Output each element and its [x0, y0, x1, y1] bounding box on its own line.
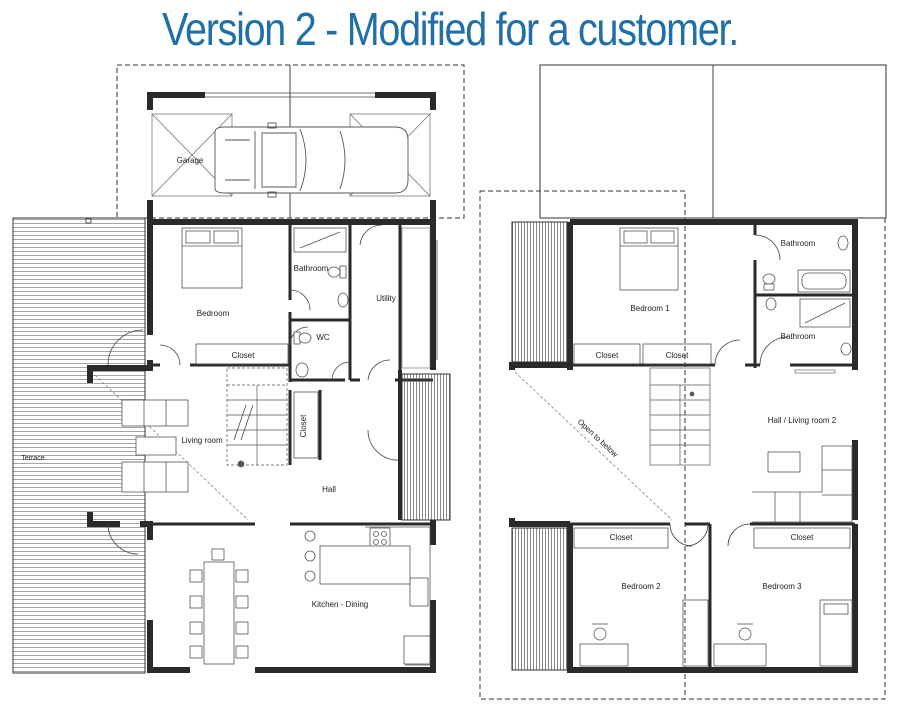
toilet-icon [327, 265, 347, 279]
bathroom-bottom-label: Bathroom [781, 332, 816, 341]
garage-walls [147, 92, 436, 225]
wc-label: WC [316, 333, 330, 342]
garage-label: Garage [177, 156, 204, 165]
terrace [12, 217, 146, 674]
kitchen-dining-label: Kitchen - Dining [312, 600, 368, 609]
wc-toilet-icon [293, 331, 312, 378]
closet-bed2-box [573, 527, 669, 549]
first-floor-plan: Open to below Bedroom 1 Closet Closet Ba… [479, 64, 887, 700]
ground-floor-plan: Garage [12, 64, 465, 674]
utility-counter [401, 227, 431, 369]
shower-icon-2 [799, 298, 851, 328]
wardrobe-box [682, 599, 709, 667]
terrace-label: Terrace [21, 455, 44, 462]
car-icon [214, 122, 409, 198]
kitchen-island [304, 530, 411, 585]
first-floor-walls [509, 219, 858, 673]
closet-a-label: Closet [596, 351, 619, 360]
hall-railing [794, 369, 836, 374]
double-bed-icon-1 [619, 227, 679, 291]
page-title: Version 2 - Modified for a customer. [162, 3, 739, 55]
balcony-deck-bottom [511, 527, 569, 671]
corner-sofa-icon [752, 445, 853, 523]
double-bed-icon [181, 227, 243, 289]
closet-a-box [573, 343, 641, 365]
bedroom3-label: Bedroom 3 [762, 582, 802, 591]
bath-fixtures-bottom [765, 297, 852, 356]
closet-box [195, 343, 289, 365]
ground-floor-walls [87, 219, 436, 673]
hall-living2-label: Hall / Living room 2 [768, 416, 837, 425]
desk-chair-icon-3 [713, 623, 767, 667]
desk-chair-icon-2 [579, 623, 629, 667]
stairs [226, 367, 288, 468]
living-room-label: Living room [181, 436, 223, 445]
first-floor-interior-walls [570, 222, 855, 670]
upper-stairs [649, 367, 711, 466]
closet-label: Closet [232, 351, 255, 360]
hall-closet-box [293, 391, 319, 459]
garage-outline [116, 64, 465, 219]
closet-bed3-box [753, 527, 851, 549]
hall-label: Hall [322, 485, 336, 494]
dining-table-icon [189, 548, 249, 665]
hall-closet-label: Closet [299, 414, 308, 437]
closet-bed3-label: Closet [791, 533, 814, 542]
closet-b-label: Closet [666, 351, 689, 360]
first-floor-doors [669, 234, 789, 547]
balcony-deck-top [511, 221, 569, 363]
entrance-ramp [398, 370, 451, 521]
closet-bed2-label: Closet [610, 533, 633, 542]
shower-icon [293, 227, 347, 253]
bathroom-label: Bathroom [294, 264, 329, 273]
bathtub-icon [797, 269, 851, 293]
sink-icon [337, 292, 349, 308]
open-to-below-label: Open to below [576, 417, 620, 459]
bath-fixtures-top [762, 235, 849, 291]
open-to-below-diagonal [514, 371, 673, 521]
closet-b-box [642, 343, 712, 365]
bedroom2-label: Bedroom 2 [621, 582, 661, 591]
kitchen-counter [365, 526, 431, 666]
single-bed-icon [819, 599, 853, 667]
bedroom-label: Bedroom [197, 309, 230, 318]
sofa-icon [121, 399, 189, 493]
bathroom-top-label: Bathroom [781, 239, 816, 248]
garage-windows [205, 92, 375, 98]
utility-label: Utility [376, 294, 396, 303]
bedroom1-label: Bedroom 1 [630, 304, 670, 313]
